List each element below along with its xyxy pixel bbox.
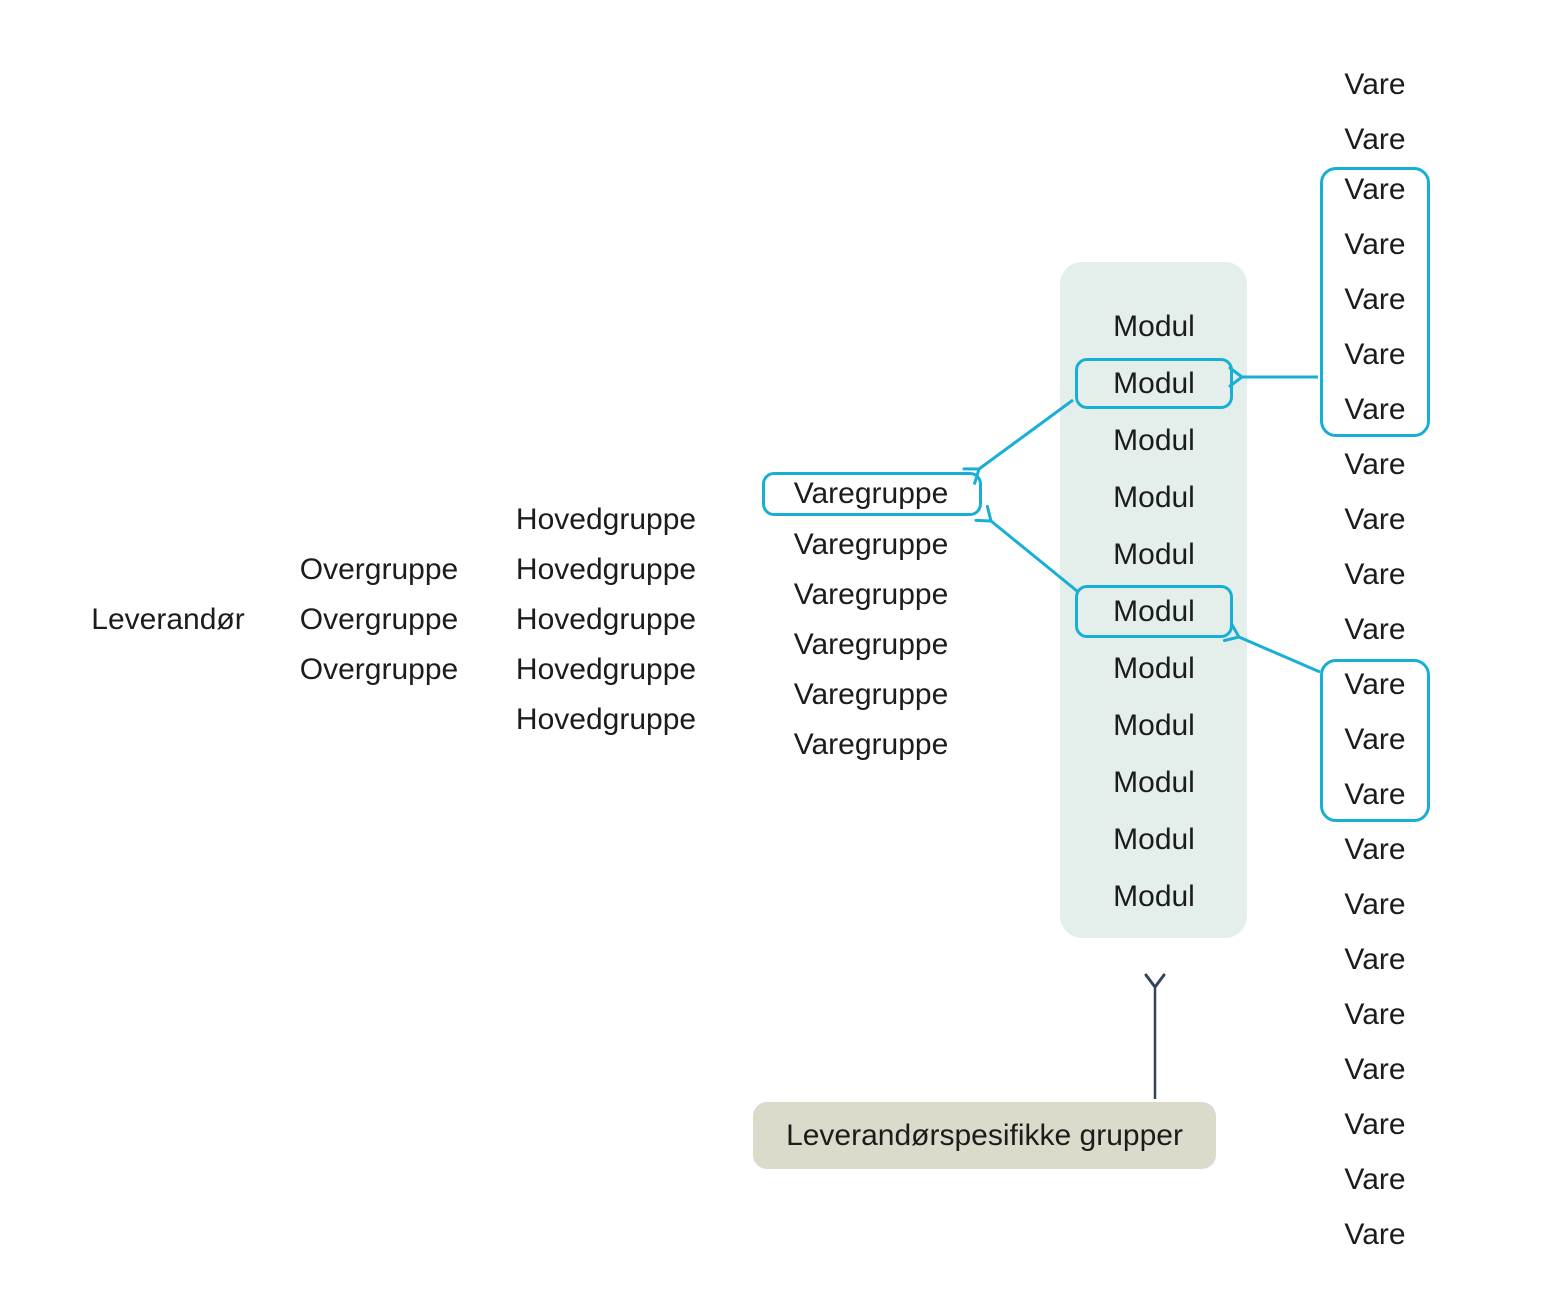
vare-label: Vare bbox=[1344, 228, 1406, 261]
vare-label: Vare bbox=[1344, 338, 1406, 371]
vare-label: Vare bbox=[1344, 448, 1406, 481]
footnote-label: Leverandørspesifikke grupper bbox=[786, 1118, 1183, 1152]
vare-label: Vare bbox=[1344, 123, 1406, 156]
hovedgruppe-label: Hovedgruppe bbox=[515, 553, 697, 586]
vare-label: Vare bbox=[1344, 1108, 1406, 1141]
overgruppe-label: Overgruppe bbox=[299, 603, 459, 636]
vare-label: Vare bbox=[1344, 668, 1406, 701]
vare-label: Vare bbox=[1344, 1053, 1406, 1086]
arrow-modul1-to-varegruppe bbox=[962, 398, 1074, 485]
vare-label: Vare bbox=[1344, 1163, 1406, 1196]
hovedgruppe-label: Hovedgruppe bbox=[515, 603, 697, 636]
modul-label: Modul bbox=[1113, 538, 1195, 571]
modul-highlight-box-1 bbox=[1075, 358, 1233, 409]
overgruppe-label: Overgruppe bbox=[299, 653, 459, 686]
modul-highlight-box-2 bbox=[1075, 585, 1233, 638]
vare-group-box-2 bbox=[1320, 659, 1430, 822]
modul-label: Modul bbox=[1113, 424, 1195, 457]
modul-label: Modul bbox=[1113, 310, 1195, 343]
modul-label: Modul bbox=[1113, 652, 1195, 685]
varegruppe-label: Varegruppe bbox=[793, 528, 949, 561]
vare-label: Vare bbox=[1344, 1218, 1406, 1251]
leverandor-label: Leverandør bbox=[91, 603, 245, 636]
modul-label-highlighted: Modul bbox=[1113, 595, 1195, 628]
vare-label: Vare bbox=[1344, 393, 1406, 426]
footnote-box: Leverandørspesifikke grupper bbox=[753, 1102, 1216, 1169]
vare-label: Vare bbox=[1344, 888, 1406, 921]
hovedgruppe-label: Hovedgruppe bbox=[515, 703, 697, 736]
hovedgruppe-label: Hovedgruppe bbox=[515, 653, 697, 686]
vare-label: Vare bbox=[1344, 723, 1406, 756]
modul-label: Modul bbox=[1113, 709, 1195, 742]
vare-label: Vare bbox=[1344, 558, 1406, 591]
arrow-vare-group2-to-modul bbox=[1222, 622, 1321, 674]
vare-label: Vare bbox=[1344, 943, 1406, 976]
modul-label-highlighted: Modul bbox=[1113, 367, 1195, 400]
varegruppe-highlight-box bbox=[762, 472, 982, 516]
modul-label: Modul bbox=[1113, 880, 1195, 913]
vare-label: Vare bbox=[1344, 833, 1406, 866]
varegruppe-label: Varegruppe bbox=[793, 578, 949, 611]
vare-label: Vare bbox=[1344, 998, 1406, 1031]
vare-group-box-1 bbox=[1320, 167, 1430, 437]
modul-label: Modul bbox=[1113, 766, 1195, 799]
varegruppe-label: Varegruppe bbox=[793, 628, 949, 661]
vare-label: Vare bbox=[1344, 503, 1406, 536]
overgruppe-label: Overgruppe bbox=[299, 553, 459, 586]
vare-label: Vare bbox=[1344, 283, 1406, 316]
varegruppe-label-highlighted: Varegruppe bbox=[793, 477, 949, 510]
modul-label: Modul bbox=[1113, 481, 1195, 514]
modul-label: Modul bbox=[1113, 823, 1195, 856]
varegruppe-label: Varegruppe bbox=[793, 678, 949, 711]
varegruppe-label: Varegruppe bbox=[793, 728, 949, 761]
vare-label: Vare bbox=[1344, 68, 1406, 101]
vare-label: Vare bbox=[1344, 778, 1406, 811]
vare-label: Vare bbox=[1344, 613, 1406, 646]
modul-column-panel bbox=[1060, 262, 1247, 938]
vare-label: Vare bbox=[1344, 173, 1406, 206]
hovedgruppe-label: Hovedgruppe bbox=[515, 503, 697, 536]
